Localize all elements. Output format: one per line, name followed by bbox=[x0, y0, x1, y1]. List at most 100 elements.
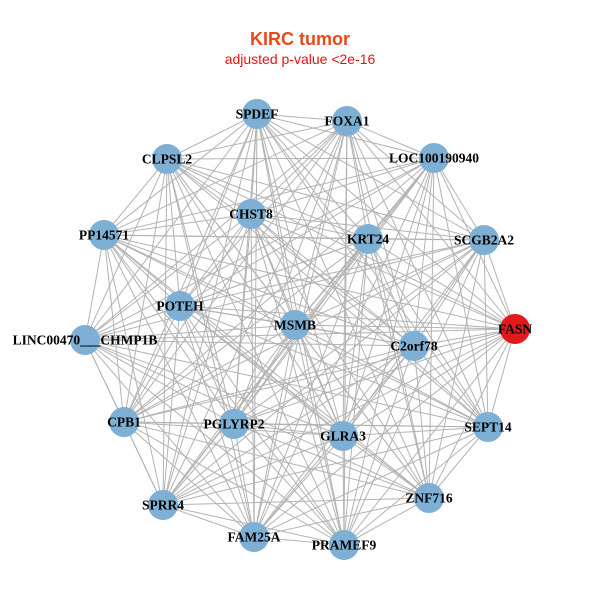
node-poteh[interactable] bbox=[165, 291, 195, 321]
edge bbox=[166, 157, 435, 160]
edge bbox=[343, 345, 415, 546]
edge bbox=[166, 158, 415, 347]
edge bbox=[294, 120, 348, 326]
edge bbox=[166, 158, 489, 428]
edge bbox=[487, 328, 516, 428]
edge bbox=[179, 239, 485, 307]
edge bbox=[428, 328, 516, 499]
node-chst8[interactable] bbox=[236, 199, 266, 229]
node-label: C2orf78 bbox=[390, 339, 437, 354]
edge bbox=[233, 423, 345, 546]
node-sprr4[interactable] bbox=[148, 490, 178, 520]
edge bbox=[84, 339, 344, 437]
node-fasn[interactable] bbox=[500, 314, 530, 344]
edge bbox=[343, 238, 369, 546]
node-pp14571[interactable] bbox=[89, 220, 119, 250]
node-label: LOC100190940 bbox=[389, 151, 479, 166]
edge bbox=[253, 426, 489, 538]
edge bbox=[253, 113, 258, 538]
node-label: SPDEF bbox=[236, 107, 279, 122]
edge bbox=[342, 328, 516, 437]
edge bbox=[346, 120, 430, 499]
node-cpb1[interactable] bbox=[109, 407, 139, 437]
edge bbox=[179, 305, 430, 499]
edge bbox=[166, 158, 516, 330]
node-linc00470___chmp1b[interactable] bbox=[70, 325, 100, 355]
edge bbox=[483, 239, 516, 330]
node-loc100190940[interactable] bbox=[419, 143, 449, 173]
edge bbox=[103, 234, 255, 538]
edge bbox=[342, 426, 489, 437]
edge bbox=[342, 435, 430, 499]
edge bbox=[123, 421, 345, 546]
edge bbox=[253, 497, 430, 538]
edge bbox=[162, 158, 168, 506]
node-fam25a[interactable] bbox=[239, 522, 269, 552]
edge bbox=[342, 435, 345, 546]
node-label: CPB1 bbox=[107, 415, 141, 430]
node-glra3[interactable] bbox=[328, 421, 358, 451]
edge bbox=[123, 328, 516, 423]
edge bbox=[162, 328, 516, 506]
edge bbox=[233, 423, 489, 428]
edge bbox=[294, 239, 485, 326]
node-znf716[interactable] bbox=[414, 483, 444, 513]
edge bbox=[123, 120, 348, 423]
edge bbox=[294, 324, 345, 546]
edge bbox=[343, 426, 489, 546]
edge bbox=[84, 339, 235, 425]
edge bbox=[233, 423, 430, 499]
edge bbox=[343, 328, 516, 546]
node-spdef[interactable] bbox=[242, 99, 272, 129]
edge bbox=[346, 120, 516, 330]
edge bbox=[103, 234, 344, 437]
node-label: PGLYRP2 bbox=[203, 417, 264, 432]
edge bbox=[346, 120, 435, 159]
edge bbox=[250, 213, 415, 347]
edge bbox=[166, 158, 252, 215]
edge bbox=[250, 120, 348, 215]
edge bbox=[123, 238, 369, 423]
node-pglyrp2[interactable] bbox=[219, 409, 249, 439]
edge bbox=[103, 113, 258, 236]
edge bbox=[233, 423, 344, 437]
edge bbox=[162, 239, 485, 506]
edge bbox=[294, 238, 369, 326]
edge bbox=[103, 234, 181, 307]
edge bbox=[250, 213, 430, 499]
node-clpsl2[interactable] bbox=[152, 144, 182, 174]
node-pramef9[interactable] bbox=[329, 530, 359, 560]
edge bbox=[162, 435, 344, 506]
node-krt24[interactable] bbox=[353, 224, 383, 254]
node-label: SEPT14 bbox=[464, 420, 512, 435]
edge bbox=[103, 234, 164, 506]
node-msmb[interactable] bbox=[280, 310, 310, 340]
node-label: MSMB bbox=[274, 318, 316, 333]
node-c2orf78[interactable] bbox=[399, 331, 429, 361]
edge bbox=[250, 213, 489, 428]
edge bbox=[103, 120, 348, 236]
node-scgb2a2[interactable] bbox=[469, 225, 499, 255]
edge bbox=[84, 157, 435, 341]
edge bbox=[433, 157, 489, 428]
edge bbox=[123, 113, 258, 423]
edge bbox=[162, 426, 489, 506]
edge bbox=[166, 113, 258, 160]
edge bbox=[250, 213, 516, 330]
edge bbox=[250, 213, 345, 546]
node-label: PP14571 bbox=[79, 228, 129, 243]
node-label: SPRR4 bbox=[142, 498, 184, 513]
node-label: ZNF716 bbox=[405, 491, 453, 506]
edge bbox=[123, 345, 415, 423]
node-sept14[interactable] bbox=[473, 412, 503, 442]
edge bbox=[162, 423, 235, 506]
node-label: KRT24 bbox=[347, 232, 390, 247]
edge bbox=[233, 345, 415, 425]
node-label: GLRA3 bbox=[320, 429, 366, 444]
edge bbox=[256, 113, 489, 428]
edge bbox=[367, 238, 485, 241]
node-foxa1[interactable] bbox=[332, 106, 362, 136]
node-label: FOXA1 bbox=[325, 114, 370, 129]
chart-subtitle: adjusted p-value <2e-16 bbox=[224, 51, 376, 67]
node-label: POTEH bbox=[156, 299, 204, 314]
